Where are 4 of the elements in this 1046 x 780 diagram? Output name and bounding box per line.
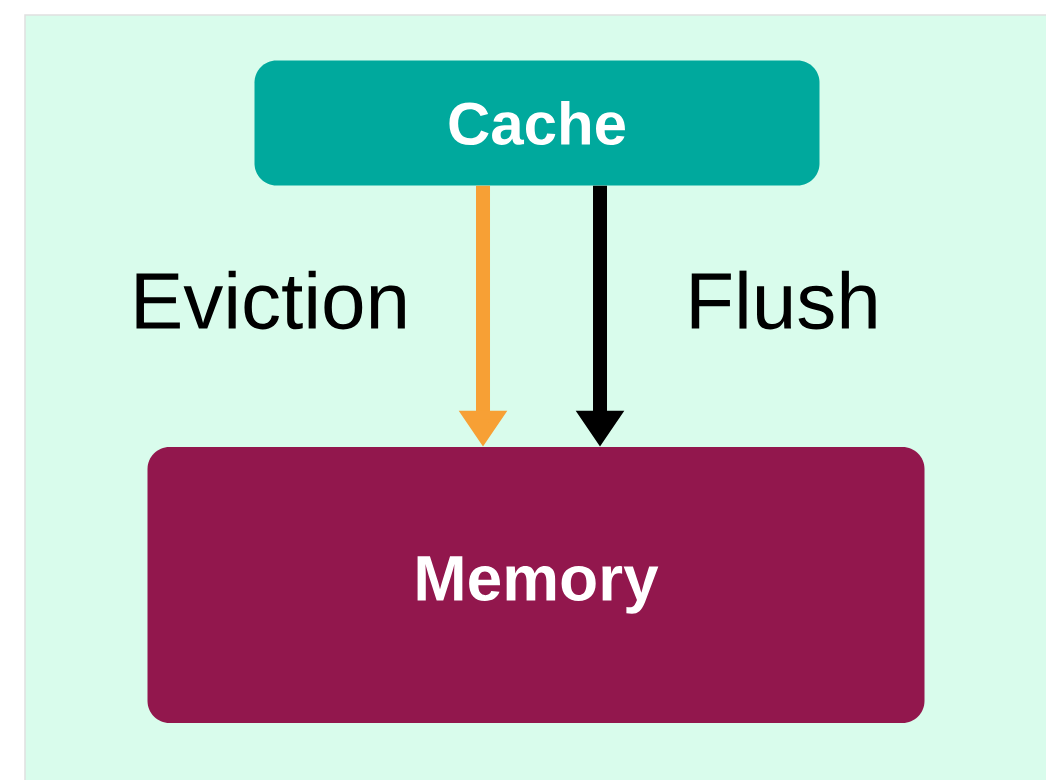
edge-label: Flush [691,270,876,330]
process-box: Memory [147,447,925,723]
process-box: Cache [254,60,820,186]
edge-label: Eviction [136,270,405,330]
